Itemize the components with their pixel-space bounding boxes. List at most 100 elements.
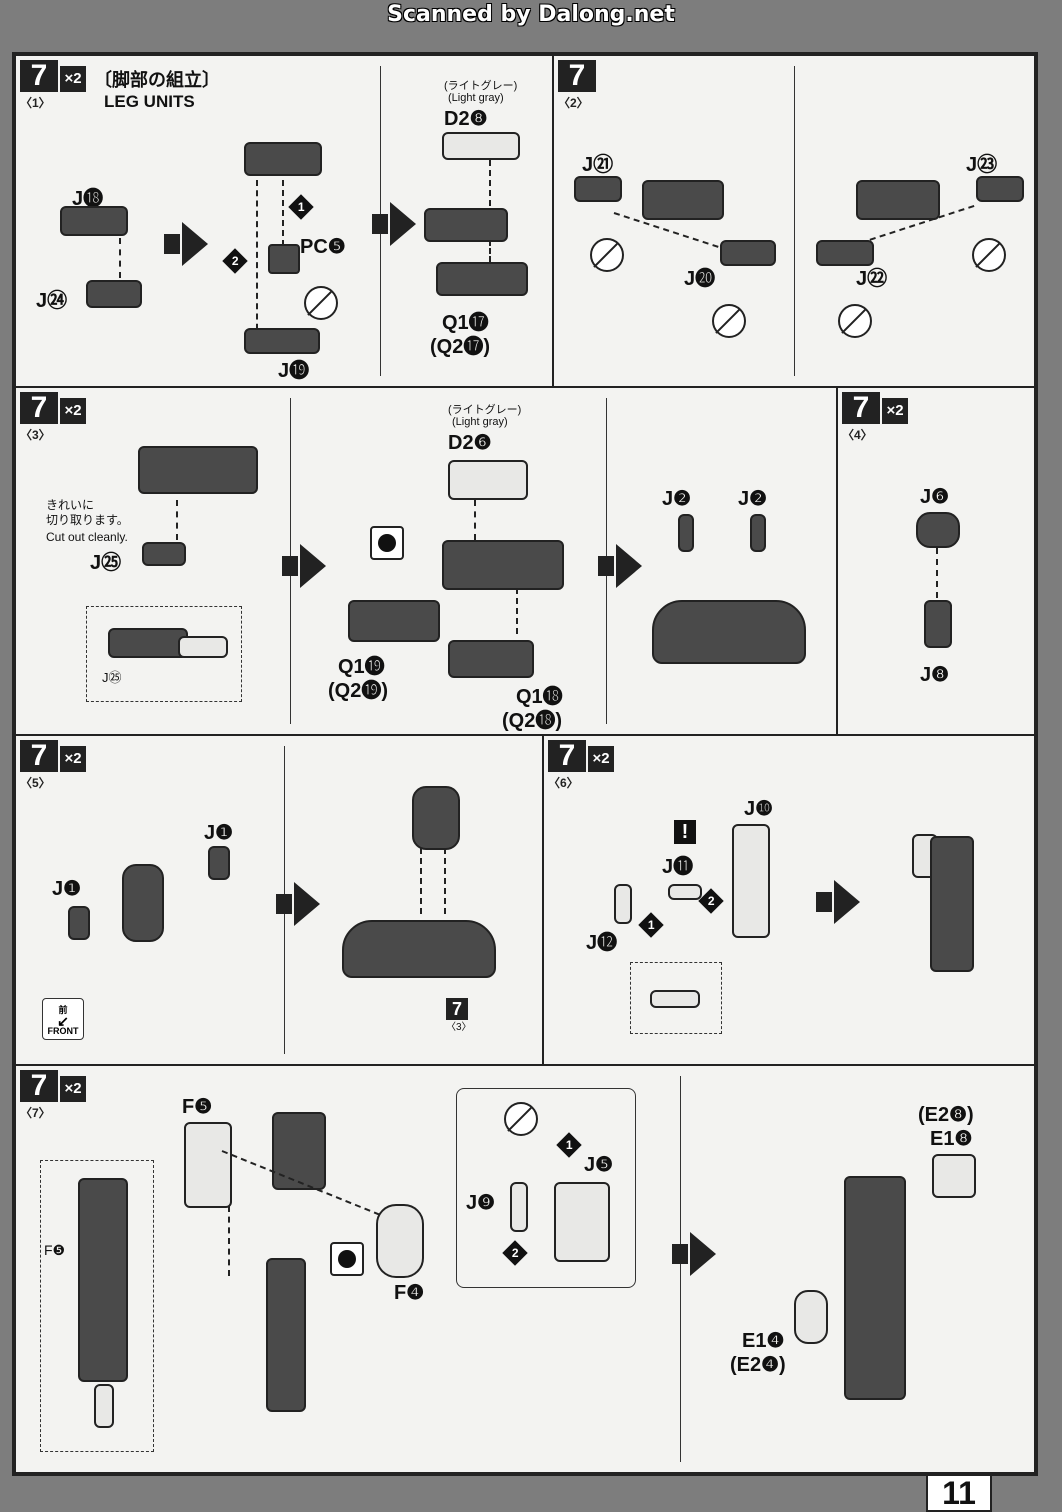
part-j21: [574, 176, 622, 202]
prohibited-icon: [712, 304, 746, 338]
part-label: J❶: [204, 822, 234, 844]
step-number: 7: [20, 60, 58, 92]
part-d2-6: [448, 460, 528, 500]
next-step-arrow-icon: [276, 882, 320, 926]
part-label: J⓴: [684, 268, 716, 290]
next-step-arrow-icon: [282, 544, 326, 588]
step-number: 7: [20, 392, 58, 424]
next-step-arrow-icon: [816, 880, 860, 924]
quantity-badge: ×2: [60, 746, 86, 772]
step-substep: 〈3〉: [20, 428, 51, 442]
part-label: Q1⓳: [338, 656, 385, 678]
step-number: 7: [20, 740, 58, 772]
step-7-1-panel: 7 ×2 〈1〉 〔脚部の組立〕 LEG UNITS J⓲ J㉔ 1 2 PC❺…: [14, 54, 554, 388]
part-assembly: [94, 1384, 114, 1428]
part-label: J❾: [466, 1192, 496, 1214]
assembly-arrow: [516, 588, 518, 634]
prohibited-icon: [972, 238, 1006, 272]
section-title-jp: 〔脚部の組立〕: [94, 70, 220, 90]
part-j10: [732, 824, 770, 938]
part-label: E1❹: [742, 1330, 785, 1352]
part-assembly: [78, 1178, 128, 1382]
part-assembly: [266, 1258, 306, 1412]
assembly-arrow: [444, 848, 446, 914]
part-label: J❻: [920, 486, 950, 508]
part-label: F❺: [182, 1096, 213, 1118]
part-runner: [108, 628, 188, 658]
step-marker-2: 2: [698, 888, 724, 914]
part-label: J㉒: [856, 268, 888, 290]
assembly-arrow: [474, 500, 476, 540]
color-dot-icon: [370, 526, 404, 560]
step-substep: 〈1〉: [20, 96, 51, 110]
part-q1-17: [436, 262, 528, 296]
part-label: J㉑: [582, 154, 614, 176]
step-number: 7: [20, 1070, 58, 1102]
part-label: J㉓: [966, 154, 998, 176]
assembly-arrow: [228, 1206, 230, 1276]
part-j2: [678, 514, 694, 552]
page-number: 11: [926, 1474, 992, 1512]
part-label: E1❽: [930, 1128, 973, 1150]
next-step-arrow-icon: [598, 544, 642, 588]
part-assembly: [642, 180, 724, 220]
scanner-watermark: Scanned by Dalong.net: [387, 2, 675, 27]
part-label: (Q2⓱): [430, 336, 490, 358]
part-assembly: [122, 864, 164, 942]
part-q1-18: [448, 640, 534, 678]
part-j12: [614, 884, 632, 924]
part-label: D2❻: [448, 432, 492, 454]
part-label: Q1⓲: [516, 686, 563, 708]
step-substep: 〈7〉: [20, 1106, 51, 1120]
detail-callout: [456, 1088, 636, 1288]
part-j25: [142, 542, 186, 566]
part-label: (E2❹): [730, 1354, 786, 1376]
part-runner-clear: [178, 636, 228, 658]
prohibited-icon: [590, 238, 624, 272]
divider: [680, 1076, 681, 1462]
quantity-badge: ×2: [882, 398, 908, 424]
part-j8: [924, 600, 952, 648]
step-number: 7: [558, 60, 596, 92]
step-7-5-panel: 7 ×2 〈5〉 J❶ J❶ 前↙FRONT 7 〈3〉: [14, 734, 544, 1066]
part-label: J❷: [738, 488, 768, 510]
part-assembly: [652, 600, 806, 664]
next-step-arrow-icon: [164, 222, 208, 266]
part-j1: [208, 846, 230, 880]
part-label: PC❺: [300, 236, 346, 258]
part-d2-8: [442, 132, 520, 160]
prohibited-icon: [504, 1102, 538, 1136]
part-label: J⓫: [662, 856, 694, 878]
part-j19: [244, 328, 320, 354]
step-substep: 〈5〉: [20, 776, 51, 790]
color-note-en: (Light gray): [452, 416, 508, 428]
step-7-7-panel: 7 ×2 〈7〉 F❺ F❺ F❹ 1 J❺ J❾ 2 (E2❽) E1❽ E1…: [14, 1064, 1036, 1474]
part-f4: [376, 1204, 424, 1278]
part-assembly: [244, 142, 322, 176]
step-substep: 〈2〉: [558, 96, 589, 110]
step-substep: 〈4〉: [842, 428, 873, 442]
step-7-4-panel: 7 ×2 〈4〉 J❻ J❽: [836, 386, 1036, 736]
part-label: D2❽: [444, 108, 488, 130]
part-q1-19: [348, 600, 440, 642]
part-label: (Q2⓳): [328, 680, 388, 702]
ref-step-number: 7: [446, 998, 468, 1020]
part-j6: [916, 512, 960, 548]
part-assembly: [424, 208, 508, 242]
assembly-arrow: [420, 848, 422, 914]
part-label: J⓲: [72, 188, 104, 210]
part-j9: [510, 1182, 528, 1232]
color-dot-icon: [330, 1242, 364, 1276]
part-j23: [976, 176, 1024, 202]
part-label-small: J㉕: [102, 670, 122, 685]
step-number: 7: [842, 392, 880, 424]
section-title-en: LEG UNITS: [104, 92, 195, 111]
cut-note-en: Cut out cleanly.: [46, 530, 128, 544]
part-j22: [816, 240, 874, 266]
part-e1-8: [932, 1154, 976, 1198]
part-e1-4: [794, 1290, 828, 1344]
part-assembly: [930, 836, 974, 972]
part-label: J❷: [662, 488, 692, 510]
part-assembly: [856, 180, 940, 220]
step-7-3-panel: 7 ×2 〈3〉 きれいに切り取ります。 Cut out cleanly. J㉕…: [14, 386, 838, 736]
